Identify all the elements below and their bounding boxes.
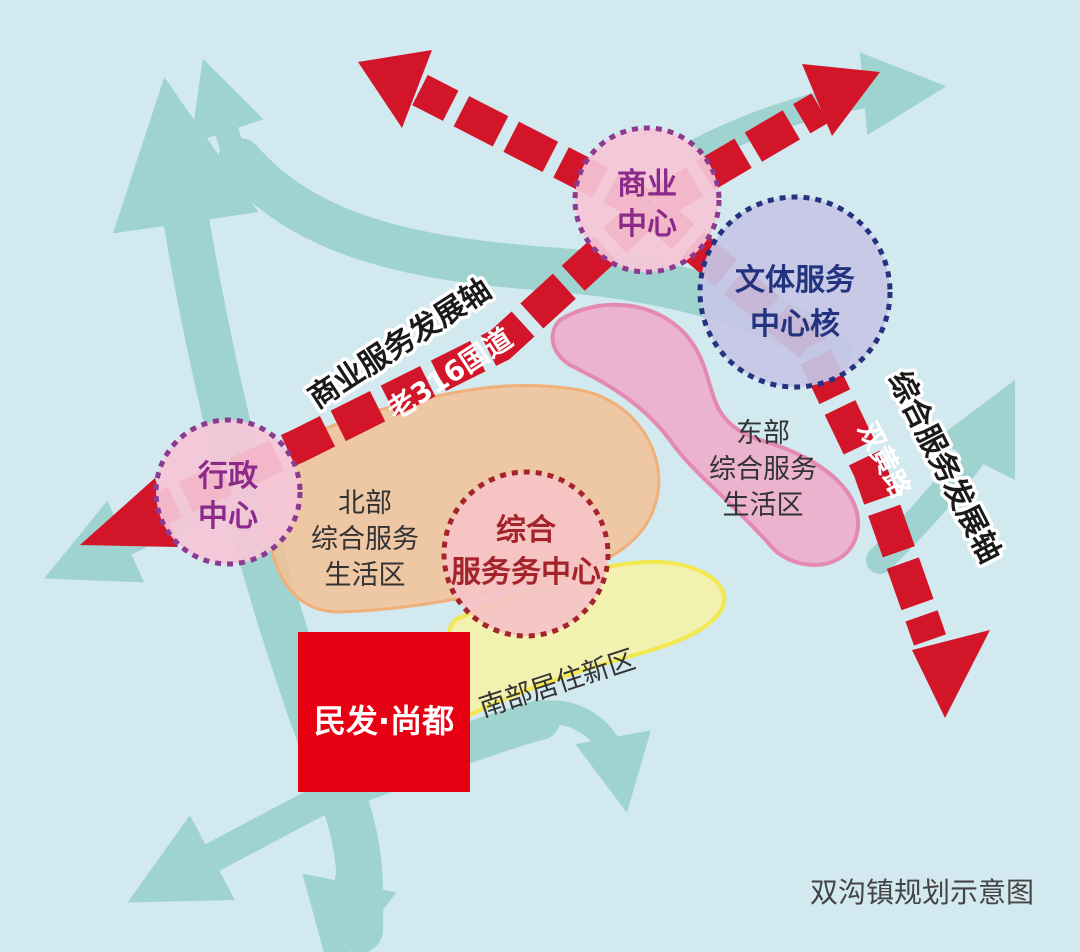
culture-center-circle xyxy=(697,194,893,390)
northwest-axis-arrowhead xyxy=(358,50,432,128)
commercial-center-label-2: 中心 xyxy=(617,207,677,242)
project-block-rect xyxy=(298,632,470,792)
culture-center-label-1: 文体服务 xyxy=(735,263,855,298)
commercial-axis-arrowhead-northeast xyxy=(802,64,880,136)
service-center-circle xyxy=(441,469,611,639)
north-river-arrow xyxy=(190,58,264,212)
culture-center-label-2: 中心核 xyxy=(750,307,840,342)
north-zone-label-3: 生活区 xyxy=(325,560,406,591)
east-service-zone xyxy=(550,302,861,567)
east-zone-label-1: 东部 xyxy=(736,418,790,449)
project-name-label: 民发·尚都 xyxy=(314,702,454,740)
south-river-arrow xyxy=(302,815,397,952)
admin-center-label-1: 行政 xyxy=(197,459,258,494)
admin-center: 行政 中心 xyxy=(153,417,303,567)
admin-center-circle xyxy=(153,417,303,567)
southwest-river-arrow xyxy=(127,775,355,903)
commercial-center: 商业 中心 xyxy=(572,125,722,275)
service-axis-arrowhead xyxy=(912,630,990,718)
east-zone-labels: 东部 综合服务 生活区 xyxy=(709,418,817,521)
map-caption: 双沟镇规划示意图 xyxy=(810,876,1034,909)
commercial-axis-arrowhead-west xyxy=(80,478,178,547)
north-zone-label-1: 北部 xyxy=(338,488,392,519)
east-zone-label-3: 生活区 xyxy=(723,490,804,521)
north-zone-label-2: 综合服务 xyxy=(311,524,419,555)
commercial-center-circle xyxy=(572,125,722,275)
north-zone-labels: 北部 综合服务 生活区 xyxy=(311,488,419,591)
admin-center-label-2: 中心 xyxy=(198,499,258,534)
service-center-label-1: 综合 xyxy=(496,513,556,548)
east-zone-label-2: 综合服务 xyxy=(709,454,817,485)
project-block: 民发·尚都 xyxy=(298,632,470,792)
commercial-center-label-1: 商业 xyxy=(617,167,677,202)
service-center-label-2: 服务务中心 xyxy=(451,555,601,590)
culture-center: 文体服务 中心核 xyxy=(697,194,893,390)
service-center: 综合 服务务中心 xyxy=(441,469,611,639)
